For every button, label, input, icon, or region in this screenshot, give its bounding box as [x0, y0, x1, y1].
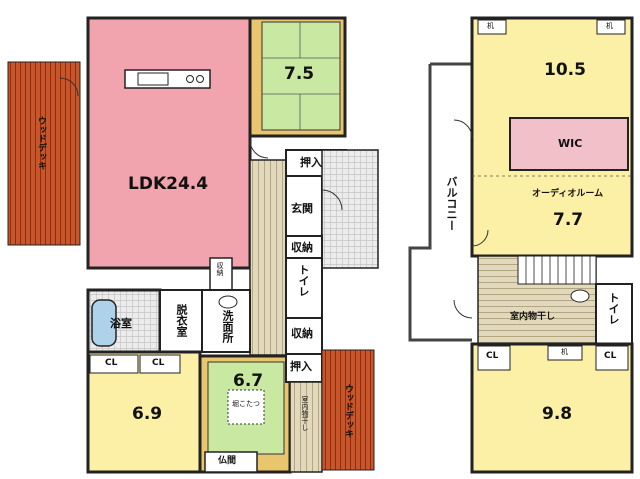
genkan-label: 玄関: [291, 202, 313, 215]
wood-deck-right-label: ウッドデッキ: [343, 384, 353, 438]
ldk-label: LDK24.4: [128, 174, 209, 194]
oshiire-top-label: 押入: [300, 156, 322, 169]
cl-left-label: CL: [105, 358, 118, 368]
washroom-label: 洗面所: [221, 310, 234, 343]
room-10-5-label: 10.5: [544, 60, 586, 80]
cl-mid-label: CL: [152, 358, 165, 368]
kotatsu-label: 堀こたつ: [232, 400, 260, 408]
room-6-7-label: 6.7: [233, 371, 264, 391]
dressing-label: 脱衣室: [175, 304, 188, 337]
storage-small-label: 収納: [216, 262, 224, 276]
toilet-2f-label: トイレ: [607, 292, 620, 325]
wood-deck-left-label: ウッドデッキ: [36, 116, 46, 170]
storage-hall-label: 収納: [291, 327, 313, 340]
balcony-label: バルコニー: [445, 176, 458, 231]
storage-genkan-label: 収納: [291, 241, 313, 254]
audio-size-label: 7.7: [553, 210, 584, 230]
wic-label: WIC: [558, 137, 583, 150]
indoor-drying-1f-label: 室内物干し: [301, 396, 309, 431]
indoor-drying-2f-label: 室内物干し: [510, 312, 556, 322]
desk-right-label: 机: [606, 22, 613, 30]
room-9-8-label: 9.8: [542, 404, 573, 424]
cl-left-2f-label: CL: [486, 351, 499, 361]
desk-bottom-label: 机: [561, 348, 568, 356]
toilet-label: トイレ: [297, 264, 310, 297]
bath-label: 浴室: [110, 317, 132, 330]
oshiire-bottom-label: 押入: [290, 360, 312, 373]
audio-room-label: オーディオルーム: [532, 189, 604, 199]
japanese-room-label: 7.5: [284, 64, 315, 84]
desk-left-label: 机: [487, 22, 494, 30]
cl-right-2f-label: CL: [604, 351, 617, 361]
butsuma-label: 仏間: [218, 456, 237, 466]
room-6-9-label: 6.9: [132, 404, 163, 424]
